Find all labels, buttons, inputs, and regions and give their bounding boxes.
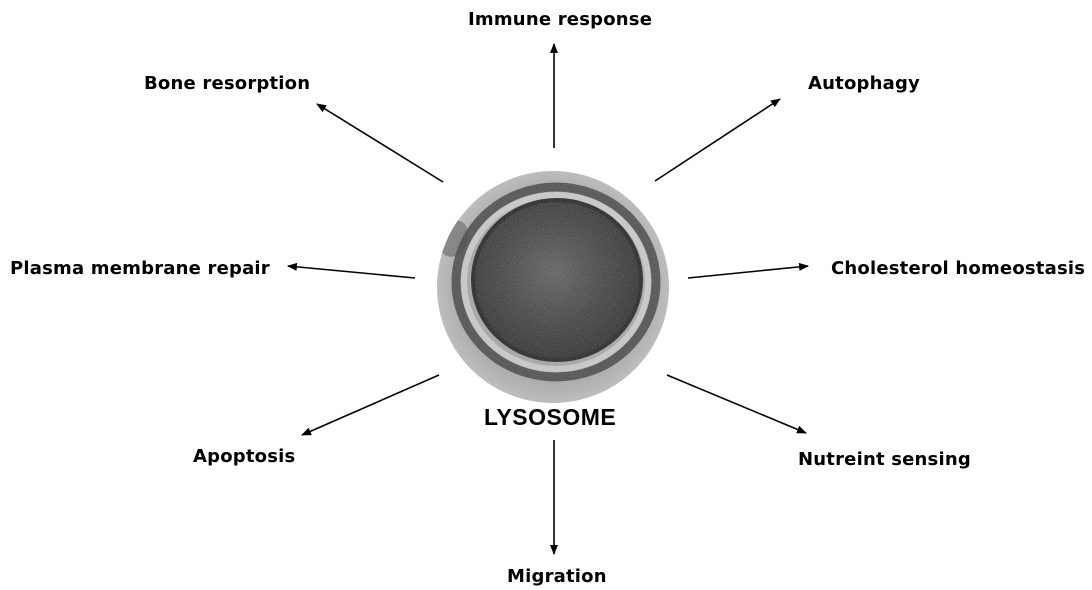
label-immune-response: Immune response: [468, 9, 652, 30]
arrow-cholesterol-homeostasis: [688, 266, 808, 278]
label-nutrient-sensing: Nutreint sensing: [798, 449, 971, 470]
lysosome-micrograph: [437, 171, 669, 403]
lysosome-label: LYSOSOME: [484, 404, 616, 431]
label-apoptosis: Apoptosis: [193, 446, 295, 467]
label-bone-resorption: Bone resorption: [144, 73, 310, 94]
arrow-autophagy: [655, 99, 780, 181]
arrow-plasma-membrane-repair: [288, 266, 415, 278]
label-cholesterol-homeostasis: Cholesterol homeostasis: [831, 258, 1085, 279]
label-plasma-membrane-repair: Plasma membrane repair: [10, 258, 270, 279]
label-migration: Migration: [507, 566, 607, 587]
arrow-bone-resorption: [317, 104, 443, 182]
label-autophagy: Autophagy: [808, 73, 920, 94]
arrow-apoptosis: [302, 375, 439, 435]
arrow-nutrient-sensing: [667, 375, 806, 433]
